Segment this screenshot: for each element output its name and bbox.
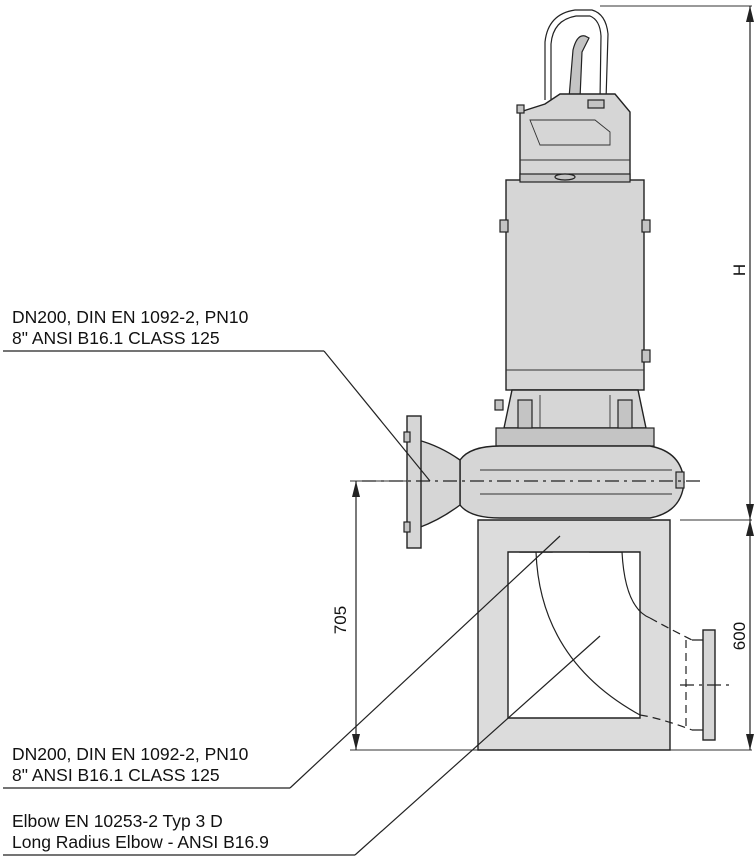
dimension-600: 600 <box>645 520 754 751</box>
motor-body <box>499 173 651 391</box>
dimension-705: 705 <box>331 480 480 751</box>
lifting-handle <box>544 9 609 101</box>
dimension-h-label: H <box>730 264 749 276</box>
volute-casing <box>459 445 685 519</box>
elbow-label-line2: Long Radius Elbow - ANSI B16.9 <box>12 832 269 852</box>
base-stand <box>477 519 671 751</box>
bottom-flange-label-line2: 8" ANSI B16.1 CLASS 125 <box>12 765 220 785</box>
bearing-housing <box>494 389 655 447</box>
dimension-705-label: 705 <box>331 606 350 634</box>
leader-lines <box>3 350 601 856</box>
elbow <box>535 551 730 741</box>
elbow-label-line1: Elbow EN 10253-2 Typ 3 D <box>12 811 223 831</box>
bottom-flange-label-line1: DN200, DIN EN 1092-2, PN10 <box>12 744 249 764</box>
motor-top-cap <box>516 93 631 181</box>
dimension-h: H <box>600 5 754 521</box>
discharge-flange <box>362 415 700 549</box>
discharge-flange-label-line1: DN200, DIN EN 1092-2, PN10 <box>12 307 249 327</box>
discharge-flange-label-line2: 8" ANSI B16.1 CLASS 125 <box>12 328 220 348</box>
dimension-600-label: 600 <box>730 622 749 650</box>
